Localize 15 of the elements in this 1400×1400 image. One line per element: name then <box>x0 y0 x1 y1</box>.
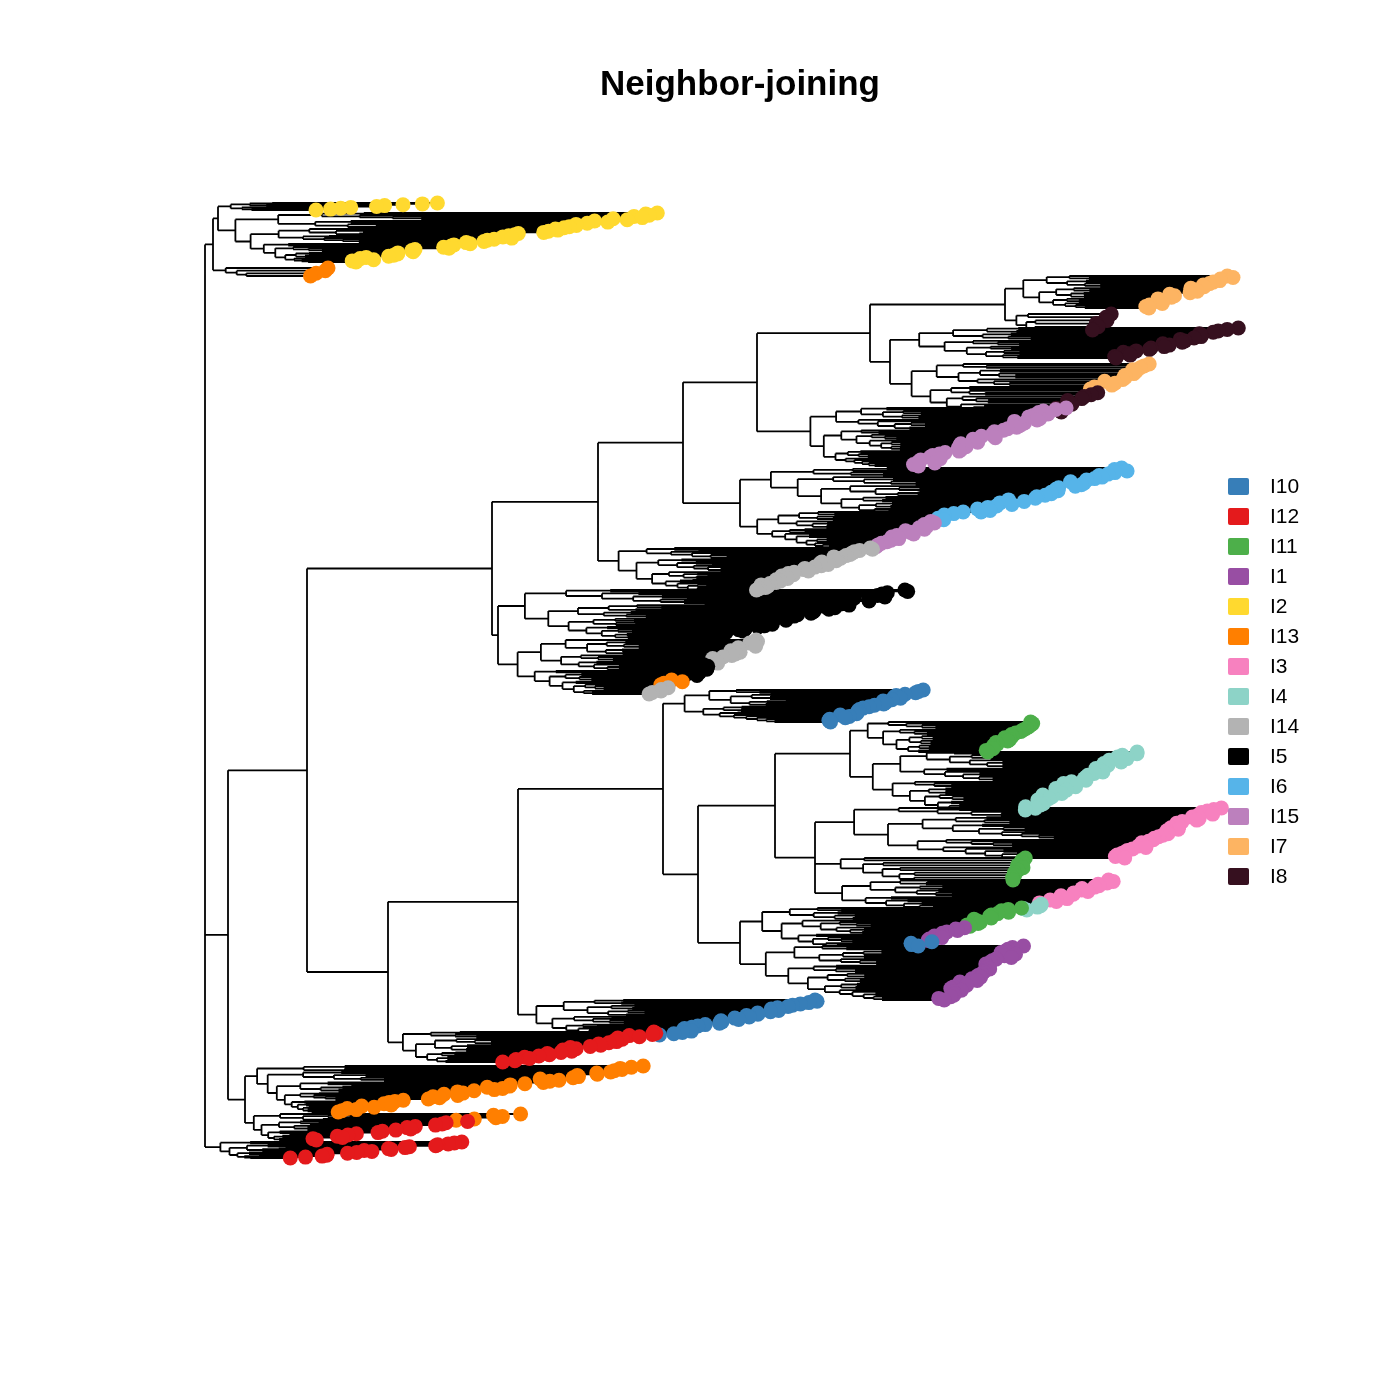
legend-label: I7 <box>1270 834 1288 858</box>
legend-label: I15 <box>1270 804 1300 828</box>
legend-label: I10 <box>1270 474 1300 498</box>
legend-label: I4 <box>1270 684 1288 708</box>
legend-label: I12 <box>1270 504 1300 528</box>
chart-title: Neighbor-joining <box>600 62 880 104</box>
legend-label: I6 <box>1270 774 1288 798</box>
legend-label: I13 <box>1270 624 1300 648</box>
legend-label: I14 <box>1270 714 1300 738</box>
legend-label: I2 <box>1270 594 1288 618</box>
legend-label: I8 <box>1270 864 1288 888</box>
legend-label: I11 <box>1270 534 1298 558</box>
legend-label: I1 <box>1270 564 1288 588</box>
legend-label: I5 <box>1270 744 1288 768</box>
legend-label: I3 <box>1270 654 1288 678</box>
